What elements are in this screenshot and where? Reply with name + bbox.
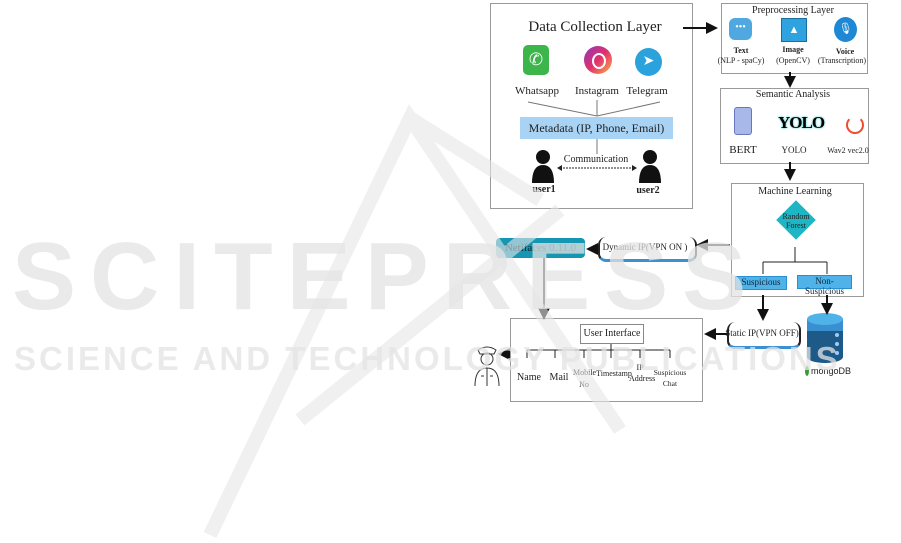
ui-field-name: Name: [517, 372, 541, 383]
image-icon: ▲: [781, 18, 807, 42]
text-chat-icon: •••: [729, 18, 752, 40]
preprocessing-text-label: Text: [733, 46, 749, 55]
dynamic-ip-label: Dynamic IP(VPN ON ): [602, 242, 688, 252]
bert-icon: [734, 107, 752, 135]
ui-field-ip: IP Address: [629, 363, 656, 383]
random-forest-label: Random Forest: [782, 212, 810, 230]
preprocessing-voice-label: Voice: [835, 47, 855, 56]
user2-icon: [639, 150, 661, 183]
communication-label: Communication: [563, 154, 629, 165]
data-collection-title: Data Collection Layer: [528, 19, 662, 35]
semantic-yolo-label: YOLO: [781, 145, 807, 155]
static-ip-node: [727, 322, 801, 349]
mongodb-leaf-icon: [805, 366, 809, 376]
static-ip-label: Static IP(VPN OFF): [725, 328, 799, 338]
telegram-icon: ➤: [635, 48, 662, 76]
user2-label: user2: [636, 185, 660, 196]
app-label-telegram: Telegram: [626, 85, 668, 97]
user1-label: user1: [532, 184, 556, 195]
suspicious-label: Suspicious: [735, 276, 787, 290]
whatsapp-icon: ✆: [523, 45, 549, 75]
preprocessing-image-sub: (OpenCV): [776, 56, 810, 65]
preprocessing-voice-sub: (Transcription): [817, 56, 867, 65]
ml-title: Machine Learning: [758, 186, 832, 197]
database-icon: [807, 313, 843, 363]
semantic-wav2vec-label: Wav2 vec2.0: [827, 146, 869, 155]
metadata-bar: Metadata (IP, Phone, Email): [520, 117, 673, 139]
user1-icon: [532, 150, 554, 183]
ui-field-suspicious-chat: Suspicious Chat: [653, 368, 687, 388]
ui-field-mail: Mail: [549, 372, 569, 383]
non-suspicious-label: Non-Suspicious: [797, 275, 852, 296]
preprocessing-text-sub: (NLP - spaCy): [717, 56, 765, 65]
user-interface-title: User Interface: [580, 324, 644, 344]
pytorch-icon: [846, 116, 864, 134]
microphone-icon: 🎙: [834, 17, 857, 42]
yolo-logo: YOLO: [778, 113, 825, 132]
app-label-instagram: Instagram: [575, 85, 619, 97]
app-label-whatsapp: Whatsapp: [515, 85, 559, 97]
semantic-bert-label: BERT: [729, 144, 757, 156]
preprocessing-title: Preprocessing Layer: [752, 5, 834, 16]
preprocessing-image-label: Image: [782, 45, 804, 54]
instagram-icon: [584, 46, 612, 74]
mongodb-label: mongoDB: [811, 366, 852, 376]
ui-field-timestamp: Timestamp: [596, 369, 632, 378]
semantic-title: Semantic Analysis: [755, 89, 831, 100]
police-officer-icon: [474, 346, 500, 387]
